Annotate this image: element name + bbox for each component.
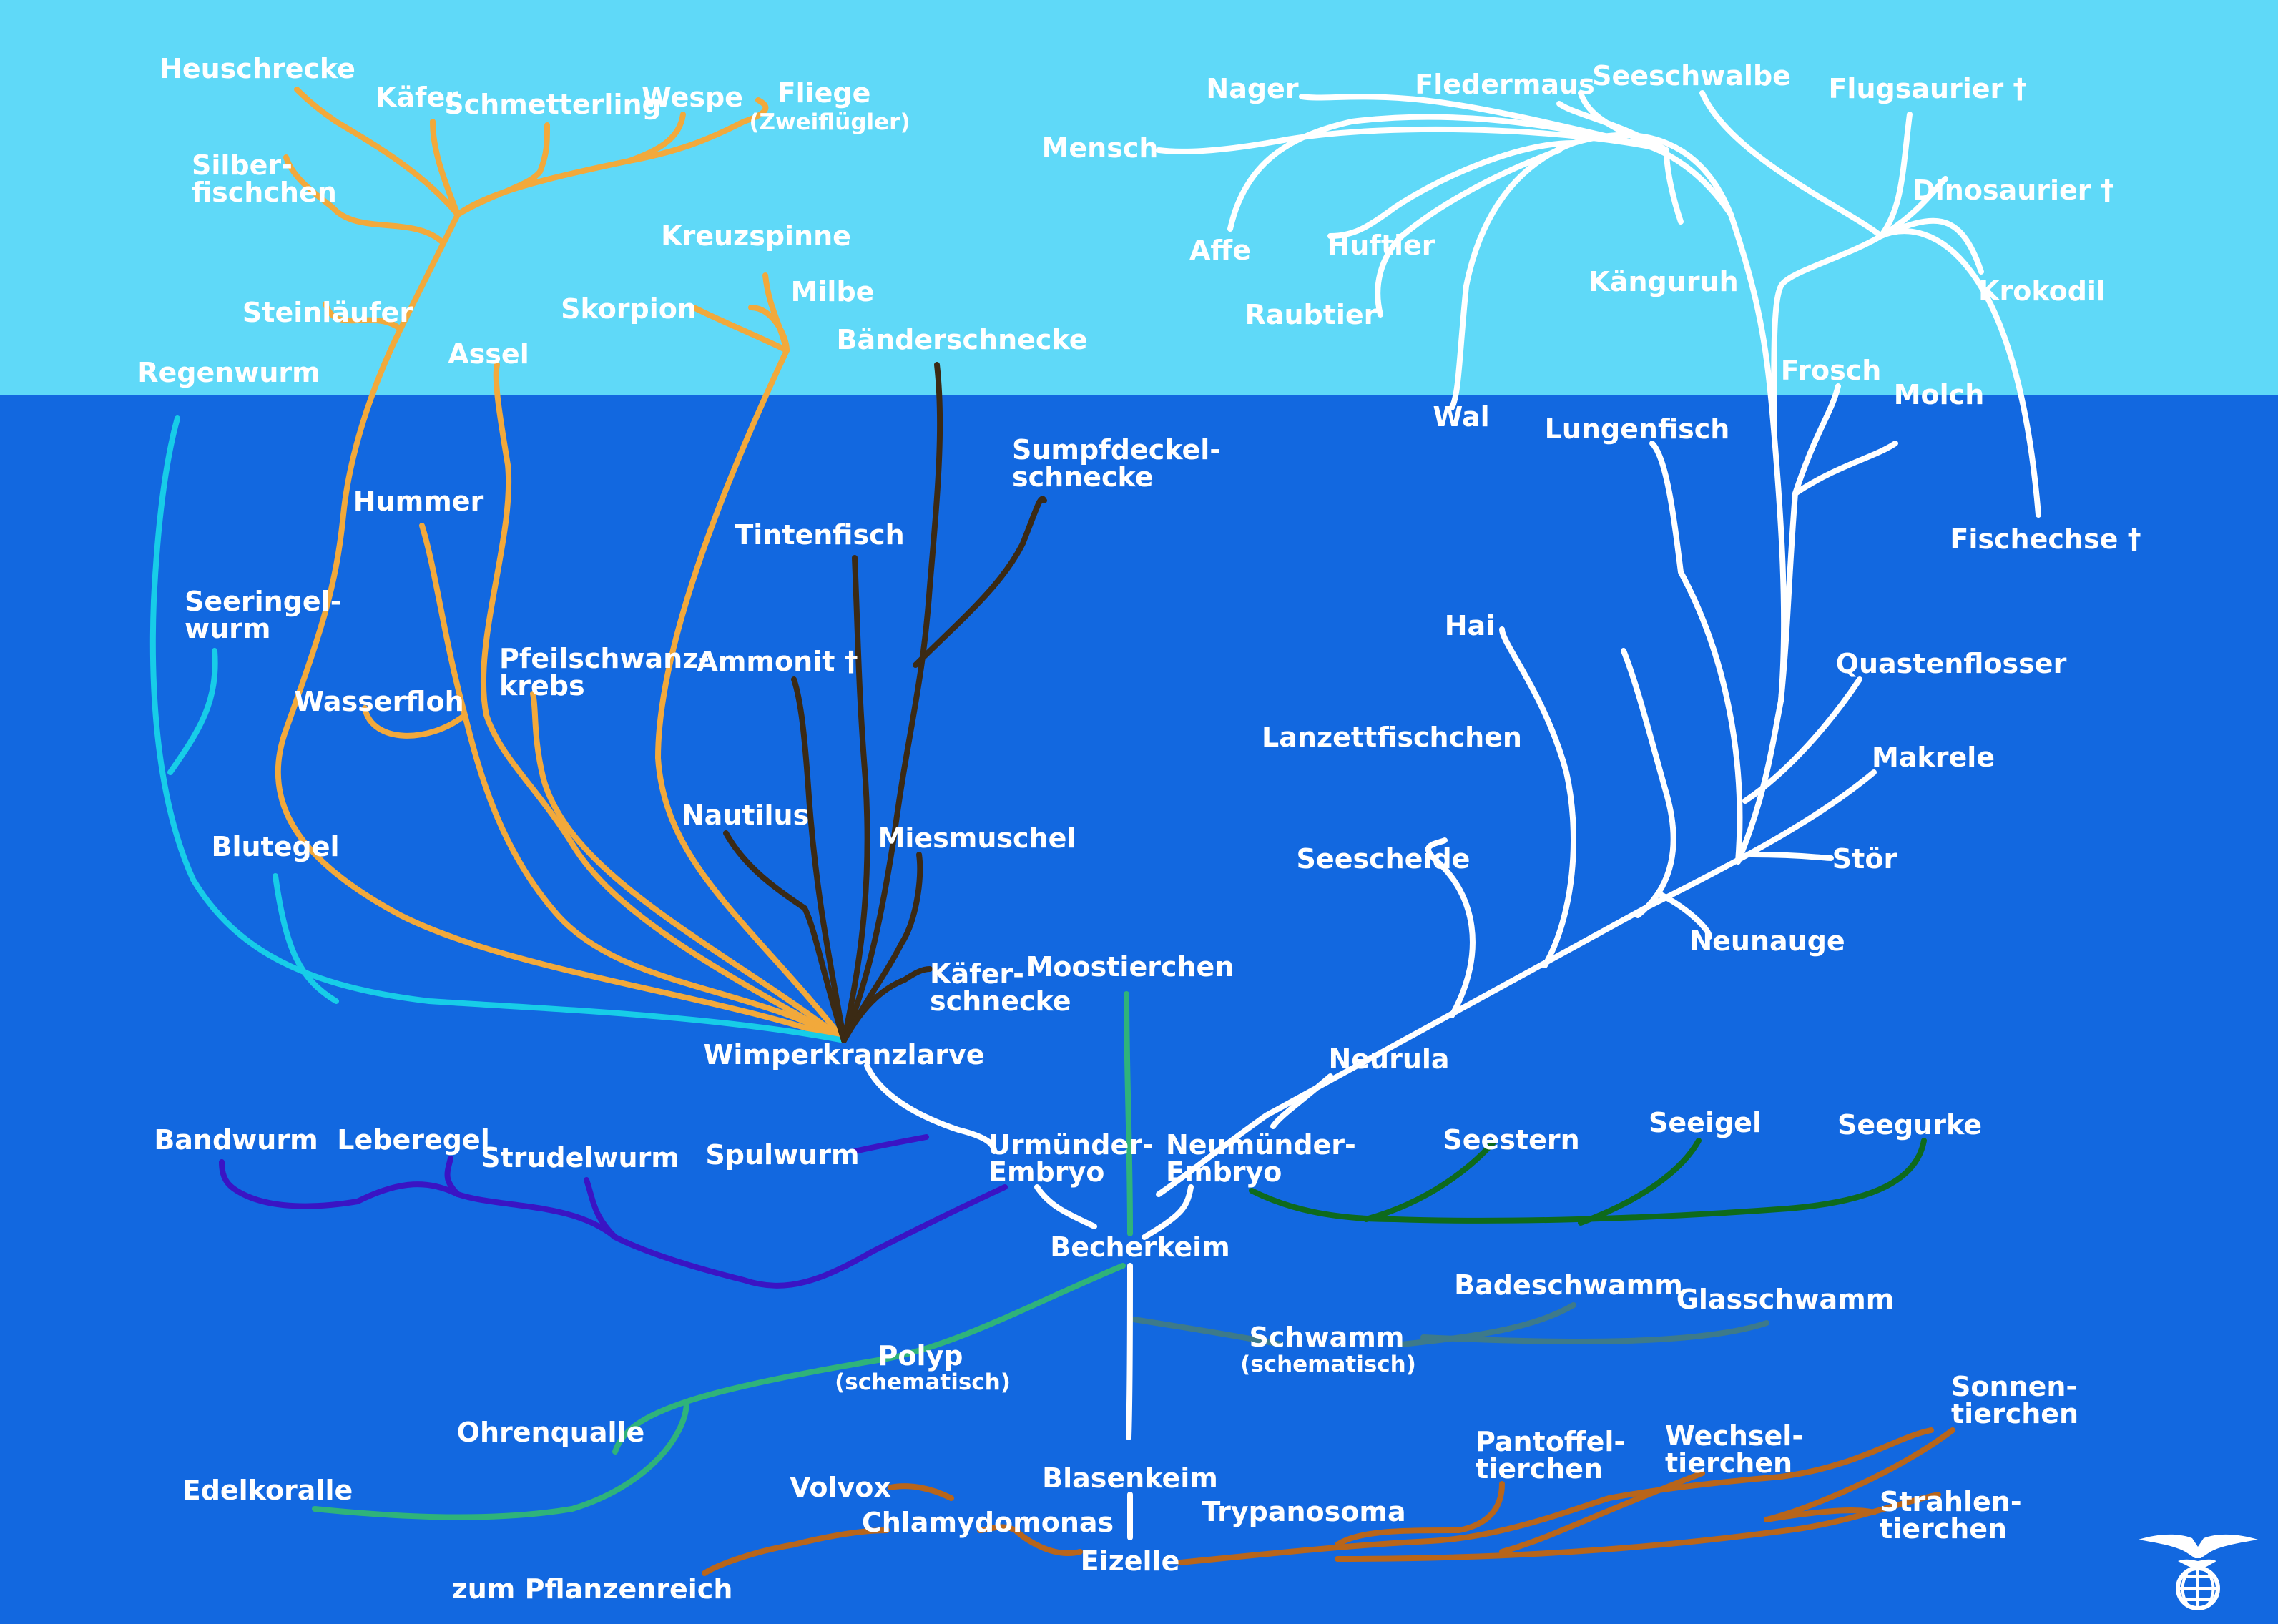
label-ohrenqualle: Ohrenqualle	[456, 1417, 645, 1448]
label-neunauge: Neunauge	[1689, 925, 1845, 957]
label-seegurke: Seegurke	[1837, 1109, 1982, 1141]
label-stoer: Stör	[1832, 843, 1897, 875]
label-regenwurm: Regenwurm	[137, 357, 320, 388]
label-polyp-sub: (schematisch)	[835, 1369, 1011, 1395]
globe-eagle-logo	[2139, 1534, 2258, 1610]
label-edelkoralle: Edelkoralle	[182, 1475, 353, 1506]
label-badeschwamm: Badeschwamm	[1454, 1269, 1683, 1301]
label-wespe: Wespe	[642, 82, 743, 113]
label-schmetterling: Schmetterling	[444, 89, 662, 120]
label-wasserfloh: Wasserfloh	[294, 686, 464, 717]
label-eizelle: Eizelle	[1080, 1545, 1180, 1577]
label-steinlaeufer: Steinläufer	[242, 297, 413, 328]
label-huftier: Huftier	[1327, 230, 1435, 261]
label-polyp: Polyp	[878, 1340, 963, 1372]
mollusc-branches	[723, 362, 1047, 1043]
label-kaenguruh: Känguruh	[1589, 266, 1739, 297]
label-frosch: Frosch	[1780, 355, 1882, 386]
label-leberegel: Leberegel	[337, 1124, 490, 1156]
label-spulwurm: Spulwurm	[705, 1139, 860, 1171]
label-pantoffeltierchen: Pantoffel- tierchen	[1476, 1426, 1626, 1485]
label-fliege: Fliege	[777, 77, 871, 109]
label-fliege-sub: (Zweiflügler)	[749, 109, 910, 135]
label-moostierchen: Moostierchen	[1026, 951, 1234, 983]
label-tintenfisch: Tintenfisch	[735, 519, 905, 551]
arthropod-branches	[275, 87, 847, 1043]
label-quastenflosser: Quastenflosser	[1835, 648, 2067, 679]
label-molch: Molch	[1893, 379, 1985, 410]
label-skorpion: Skorpion	[561, 293, 697, 325]
label-assel: Assel	[448, 338, 529, 370]
label-neurula: Neurula	[1328, 1043, 1450, 1075]
label-baenderschnecke: Bänderschnecke	[836, 324, 1088, 355]
annelid-branches	[149, 415, 847, 1043]
label-seeschwalbe: Seeschwalbe	[1592, 60, 1791, 92]
label-milbe: Milbe	[790, 276, 875, 307]
label-zum-pflanzenreich: zum Pflanzenreich	[451, 1573, 733, 1605]
label-kaeferschnecke: Käfer- schnecke	[930, 958, 1071, 1017]
label-seeigel: Seeigel	[1649, 1107, 1762, 1138]
vertebrate-branches	[1156, 90, 2041, 1197]
flatworm-branches	[219, 1134, 1008, 1289]
label-trypanosoma: Trypanosoma	[1202, 1496, 1406, 1527]
sponge-branches	[1131, 1302, 1769, 1347]
label-blutegel: Blutegel	[211, 831, 340, 862]
label-strudelwurm: Strudelwurm	[481, 1142, 679, 1173]
label-makrele: Makrele	[1871, 742, 1995, 773]
label-wechseltierchen: Wechsel- tierchen	[1665, 1420, 1804, 1479]
label-pfeilschwanzkrebs: Pfeilschwanz- krebs	[499, 643, 710, 702]
label-schwamm: Schwamm	[1249, 1322, 1405, 1353]
protist-branches	[702, 1427, 1955, 1576]
label-lanzettfischchen: Lanzettfischchen	[1262, 722, 1522, 753]
label-seescheide: Seescheide	[1296, 843, 1471, 875]
label-lungenfisch: Lungenfisch	[1544, 413, 1730, 445]
label-kreuzspinne: Kreuzspinne	[661, 220, 851, 252]
label-urmuender-embryo: Urmünder- Embryo	[988, 1129, 1154, 1188]
label-hai: Hai	[1444, 610, 1496, 641]
label-mensch: Mensch	[1041, 132, 1159, 164]
label-nautilus: Nautilus	[681, 799, 810, 831]
label-strahlentierchen: Strahlen- tierchen	[1880, 1486, 2022, 1545]
label-blasenkeim: Blasenkeim	[1042, 1462, 1218, 1494]
label-becherkeim: Becherkeim	[1050, 1231, 1230, 1263]
label-flugsaurier: Flugsaurier †	[1828, 73, 2027, 104]
label-affe: Affe	[1189, 235, 1251, 266]
label-seestern: Seestern	[1443, 1124, 1580, 1156]
label-seeringelwurm: Seeringel- wurm	[185, 586, 342, 644]
label-sonnentierchen: Sonnen- tierchen	[1951, 1371, 2079, 1429]
label-dinosaurier: Dinosaurier †	[1913, 174, 2114, 206]
label-miesmuschel: Miesmuschel	[878, 822, 1076, 854]
label-fischechse: Fischechse †	[1950, 523, 2141, 555]
label-fledermaus: Fledermaus	[1415, 69, 1595, 100]
label-volvox: Volvox	[790, 1472, 891, 1503]
label-bandwurm: Bandwurm	[154, 1124, 318, 1156]
label-wimperkranzlarve: Wimperkranzlarve	[703, 1039, 985, 1071]
label-hummer: Hummer	[353, 486, 484, 517]
label-raubtier: Raubtier	[1244, 299, 1378, 330]
label-nager: Nager	[1206, 73, 1299, 104]
main-trunk	[864, 1063, 1333, 1540]
label-wal: Wal	[1433, 401, 1490, 433]
label-schwamm-sub: (schematisch)	[1240, 1352, 1416, 1377]
label-chlamydomonas: Chlamydomonas	[861, 1507, 1114, 1538]
label-silberfischchen: Silber- fischchen	[192, 149, 337, 208]
label-sumpfdeckelschnecke: Sumpfdeckel- schnecke	[1012, 434, 1222, 493]
label-kaefer: Käfer	[375, 82, 459, 113]
label-neumuender-embryo: Neumünder- Embryo	[1166, 1129, 1356, 1188]
water-zone	[0, 395, 2278, 1624]
label-krokodil: Krokodil	[1978, 275, 2106, 307]
label-heuschrecke: Heuschrecke	[159, 53, 355, 84]
echinoderm-branches	[1249, 1138, 1927, 1226]
label-ammonit: Ammonit †	[697, 646, 858, 677]
label-glasschwamm: Glasschwamm	[1676, 1284, 1895, 1315]
cnidarian-branches	[312, 991, 1133, 1520]
